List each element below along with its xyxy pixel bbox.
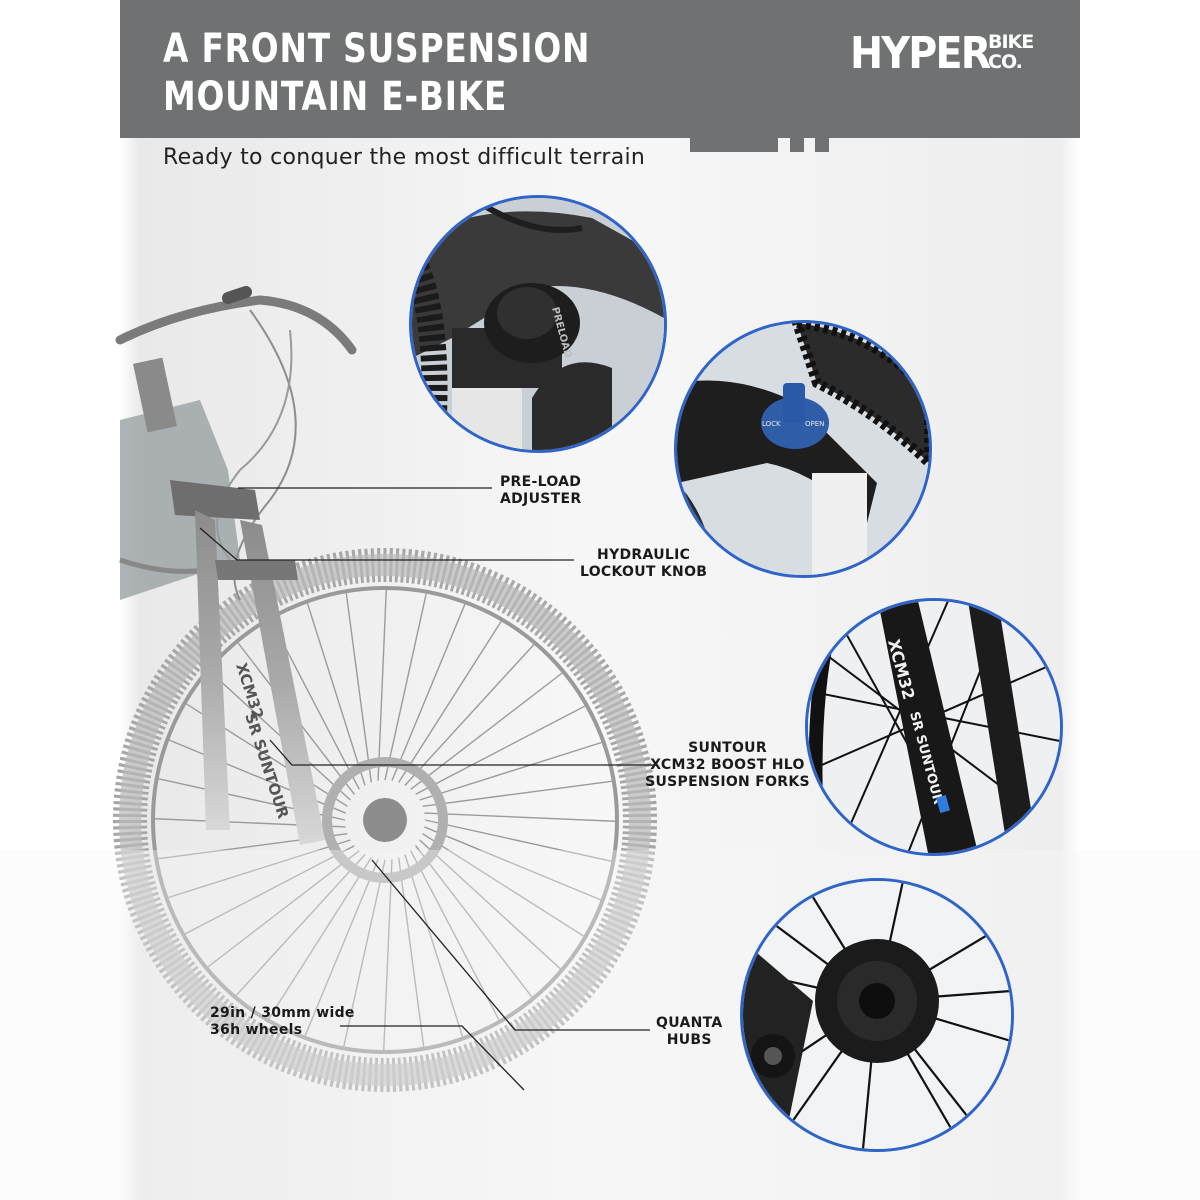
logo-sub-top: BIKE xyxy=(988,31,1034,53)
lockout-callout-line1: HYDRAULIC xyxy=(597,547,691,563)
wheel-spoke xyxy=(384,593,427,781)
logo-subtext: BIKE CO. xyxy=(988,31,1034,73)
preload-callout-line2: ADJUSTER xyxy=(500,491,582,507)
wheel-spoke xyxy=(410,850,500,1021)
wheels-callout: 29in / 30mm wide 36h wheels xyxy=(210,1005,355,1039)
wheel-spoke xyxy=(397,857,425,1047)
preload-callout: PRE-LOAD ADJUSTER xyxy=(500,474,581,508)
fork-detail-image: XCM32 SR SUNTOUR xyxy=(805,598,1063,856)
wheel-spoke xyxy=(306,603,366,786)
wheel-spoke xyxy=(343,859,386,1047)
wheel-spoke xyxy=(422,833,584,937)
logo-sub-bottom: CO. xyxy=(988,51,1023,73)
hubs-leader-line xyxy=(371,859,650,1031)
left-margin xyxy=(0,0,120,1200)
wheel-spoke xyxy=(184,845,355,935)
wheel-spoke xyxy=(404,854,464,1037)
logo-wordmark: HYPER xyxy=(850,28,991,79)
wheel-spoke xyxy=(419,839,561,970)
wheel-spoke xyxy=(268,857,372,1019)
wheels-callout-line2: 36h wheels xyxy=(210,1022,303,1038)
forks-callout-line2: XCM32 BOOST HLO xyxy=(650,757,805,773)
wheel-spoke xyxy=(424,812,616,822)
wheel-spoke xyxy=(422,780,612,808)
wheel-spoke xyxy=(415,705,586,795)
banner-stripe xyxy=(790,138,804,152)
forks-leader-line xyxy=(269,739,656,766)
preload-detail-image: PRELOAD xyxy=(409,195,667,453)
lockout-callout-line2: LOCKOUT KNOB xyxy=(580,564,708,580)
wheel-spoke xyxy=(410,672,563,790)
wheel-spoke xyxy=(235,854,366,996)
wheel-spoke xyxy=(398,621,502,783)
hubs-callout-line1: QUANTA xyxy=(656,1015,723,1031)
wheel-spoke xyxy=(419,741,602,801)
brand-logo: HYPER BIKE CO. xyxy=(850,28,1034,79)
wheel-spoke xyxy=(391,604,466,781)
banner-stripe xyxy=(815,138,829,152)
wheels-leader-line xyxy=(340,1025,525,1091)
banner-stripe xyxy=(690,138,778,152)
forks-callout-line1: SUNTOUR xyxy=(688,740,767,756)
forks-callout: SUNTOUR XCM32 BOOST HLO SUSPENSION FORKS xyxy=(640,740,815,791)
header-banner xyxy=(120,0,1080,138)
lockout-knob-label-lock: LOCK xyxy=(762,420,781,428)
wheel-spoke xyxy=(168,839,351,899)
wheel-spoke xyxy=(377,589,387,781)
preload-callout-line1: PRE-LOAD xyxy=(500,474,582,490)
wheel-spoke xyxy=(424,819,612,862)
title-line-2: MOUNTAIN E-BIKE xyxy=(163,74,508,120)
title-line-1: A FRONT SUSPENSION xyxy=(163,26,591,72)
lockout-knob-label-open: OPEN xyxy=(805,420,824,428)
hubs-callout-line2: HUBS xyxy=(666,1032,712,1048)
wheel-spoke xyxy=(404,644,535,786)
wheel-spoke xyxy=(415,845,533,998)
wheels-callout-line1: 29in / 30mm wide xyxy=(210,1005,355,1021)
hub-detail-image xyxy=(740,878,1014,1152)
page-title: A FRONT SUSPENSION MOUNTAIN E-BIKE xyxy=(163,25,590,121)
wheel-spoke xyxy=(383,859,393,1051)
wheel-spoke xyxy=(207,850,360,968)
hubs-callout: QUANTA HUBS xyxy=(656,1015,723,1049)
lockout-detail-image: LOCK OPEN xyxy=(674,320,932,578)
wheel-spoke xyxy=(424,826,601,901)
right-margin xyxy=(1080,0,1200,1200)
wheel-spoke xyxy=(304,859,379,1036)
lockout-leader-line xyxy=(199,527,574,561)
wheel-spoke xyxy=(345,593,373,783)
forks-callout-line3: SUSPENSION FORKS xyxy=(645,774,810,790)
lockout-callout: HYDRAULIC LOCKOUT KNOB xyxy=(580,547,707,581)
page-subtitle: Ready to conquer the most difficult terr… xyxy=(163,145,646,170)
